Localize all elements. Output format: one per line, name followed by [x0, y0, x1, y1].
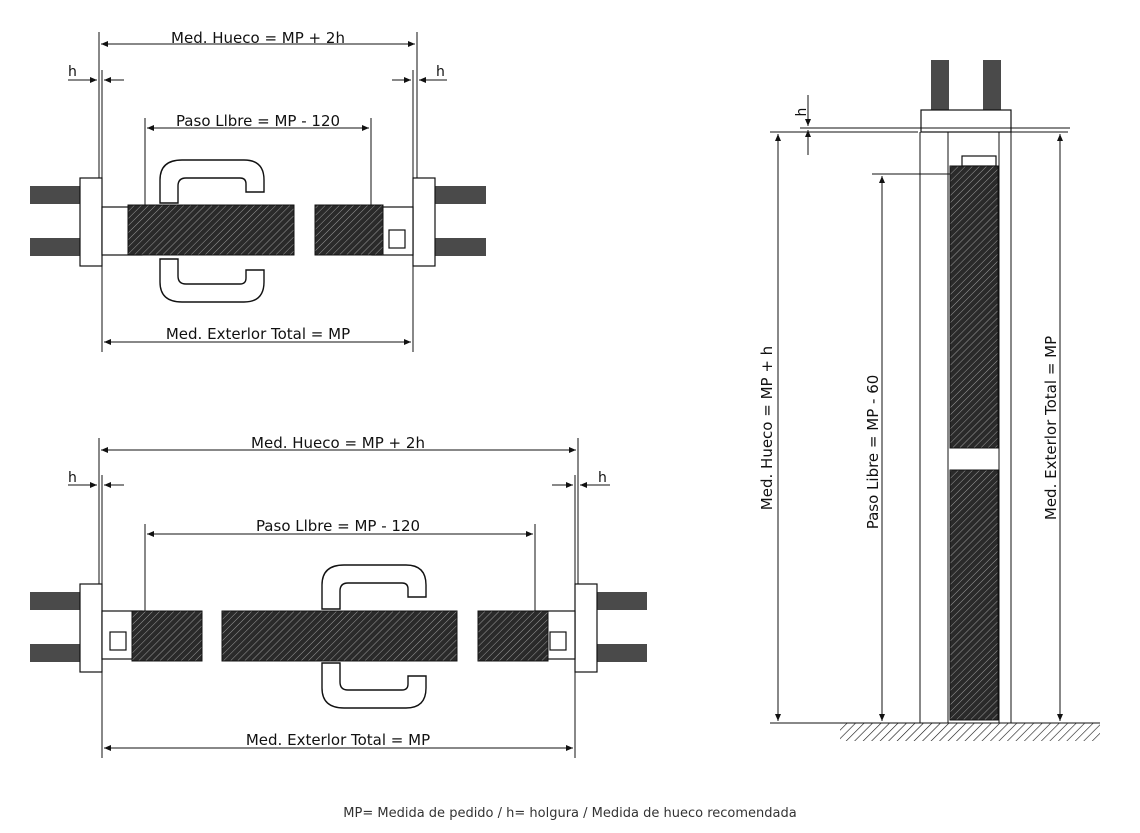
floor [840, 723, 1100, 741]
h-label: h [794, 108, 810, 117]
h-label-right: h [436, 64, 445, 80]
stop-left [109, 631, 127, 651]
wall-right-upper [434, 186, 486, 204]
handle-top [159, 159, 265, 204]
jamb-left [79, 583, 103, 673]
head-jamb [920, 109, 1012, 133]
door-leaf-left-end [131, 610, 203, 662]
handle-bottom [159, 258, 265, 303]
door-leaf [127, 204, 295, 256]
door-leaf-center [221, 610, 458, 662]
h-label-right: h [598, 470, 607, 486]
wall-left-lower [30, 644, 82, 662]
dim-exterior-label: Med. Exterlor Total = MP [246, 731, 430, 749]
dim-hueco-label: Med. Hueco = MP + 2h [171, 29, 345, 47]
dim-exterior-label: Med. Exterlor Total = MP [1042, 336, 1060, 520]
jamb-right [412, 177, 436, 267]
single-door-plan: Med. Hueco = MP + 2h h h Paso Llbre = MP… [30, 29, 486, 352]
dim-exterior-label: Med. Exterlor Total = MP [166, 325, 350, 343]
double-door-plan: Med. Hueco = MP + 2h h h Paso Llbre = MP… [30, 434, 647, 758]
dim-paso-label: Paso Llbre = MP - 120 [256, 517, 420, 535]
dim-hueco-label: Med. Hueco = MP + 2h [251, 434, 425, 452]
head-stop [961, 155, 997, 167]
handle-bottom [321, 662, 427, 709]
wall-left-upper [30, 186, 82, 204]
handle-top [321, 564, 427, 610]
dim-paso-label: Paso Libre = MP - 60 [864, 375, 882, 530]
jamb-left [79, 177, 103, 267]
stop-right [388, 229, 406, 249]
door-leaf-lower [949, 469, 999, 721]
caption: MP= Medida de pedido / h= holgura / Medi… [343, 806, 797, 821]
door-leaf-upper [949, 165, 999, 449]
wall-right-lower [434, 238, 486, 256]
door-leaf-end [314, 204, 384, 256]
wall-left-upper [30, 592, 82, 610]
dim-paso-label: Paso Llbre = MP - 120 [176, 112, 340, 130]
wall-left-lower [30, 238, 82, 256]
wall-right-lower [595, 644, 647, 662]
jamb-right [574, 583, 598, 673]
wall-right-upper [595, 592, 647, 610]
door-leaf-right-end [477, 610, 549, 662]
dim-hueco-label: Med. Hueco = MP + h [758, 346, 776, 510]
h-label-left: h [68, 470, 77, 486]
stop-right [549, 631, 567, 651]
h-label-left: h [68, 64, 77, 80]
vertical-section: Med. Hueco = MP + h h Paso Libre = MP - … [758, 60, 1100, 741]
